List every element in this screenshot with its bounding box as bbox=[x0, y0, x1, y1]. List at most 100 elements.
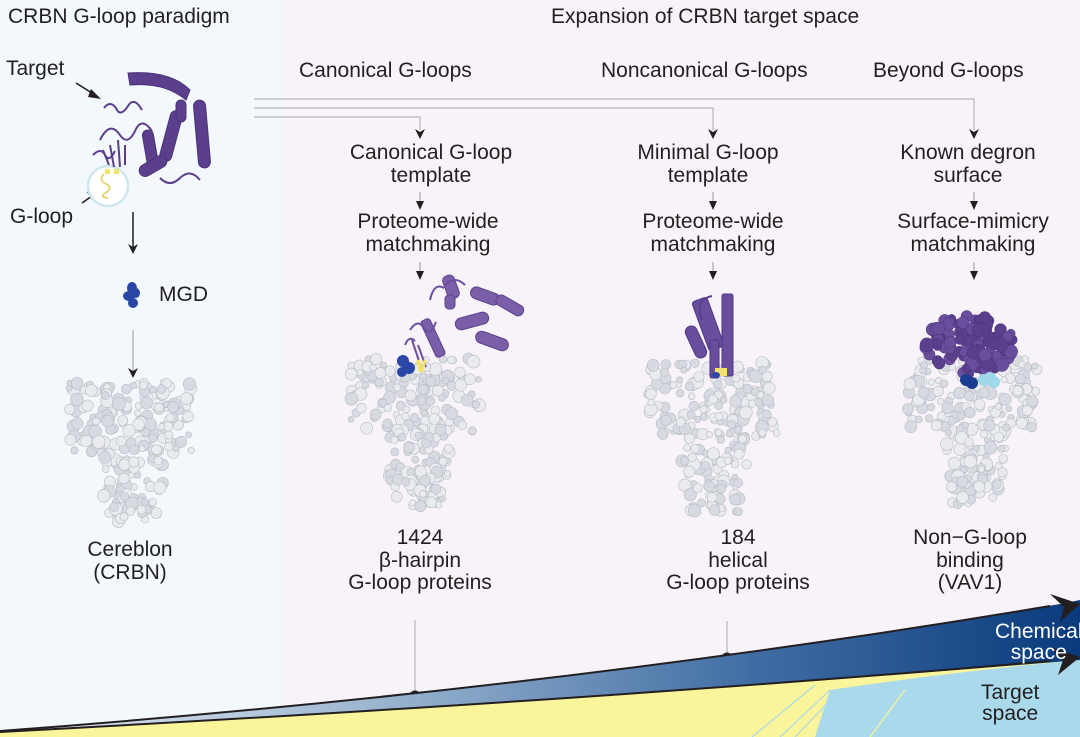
surface-atom bbox=[164, 441, 174, 452]
surface-atom bbox=[92, 417, 101, 426]
surface-atom bbox=[156, 384, 167, 394]
surface-atom bbox=[687, 392, 696, 400]
wedge-text-line: Chemical bbox=[995, 620, 1080, 643]
surface-atom bbox=[738, 434, 747, 444]
branch-connectors bbox=[254, 98, 975, 130]
surface-atom bbox=[466, 355, 481, 369]
surface-atom bbox=[414, 431, 423, 440]
surface-atom bbox=[460, 394, 474, 407]
vav1-atom bbox=[943, 335, 957, 349]
step-text-line: Proteome-wide bbox=[357, 210, 499, 233]
surface-atom bbox=[904, 420, 918, 434]
surface-atom bbox=[80, 434, 93, 447]
right-panel-title: Expansion of CRBN target space bbox=[551, 5, 860, 28]
surface-atom bbox=[1000, 376, 1008, 384]
surface-atom bbox=[402, 406, 410, 414]
crbn-surface-canonical bbox=[344, 352, 487, 512]
surface-atom bbox=[902, 403, 914, 415]
cereblon-name: Cereblon bbox=[87, 538, 173, 561]
surface-atom bbox=[686, 410, 696, 420]
surface-atom bbox=[707, 447, 720, 461]
result-type: β-hairpin bbox=[378, 548, 462, 572]
surface-atom bbox=[696, 498, 706, 508]
surface-atom bbox=[439, 495, 447, 503]
surface-atom bbox=[111, 397, 126, 411]
surface-atom bbox=[454, 378, 468, 392]
surface-atom bbox=[356, 403, 367, 414]
surface-atom bbox=[947, 416, 957, 426]
surface-atom bbox=[391, 473, 404, 486]
surface-atom bbox=[973, 398, 986, 411]
surface-atom bbox=[660, 414, 672, 426]
noncanonical-step-matchmaking: Proteome-wide matchmaking bbox=[642, 210, 784, 256]
surface-atom bbox=[687, 504, 702, 518]
surface-atom bbox=[679, 455, 690, 466]
surface-atom bbox=[443, 443, 454, 454]
surface-atom bbox=[98, 450, 112, 464]
beyond-result: Non−G-loop binding (VAV1) bbox=[913, 526, 1027, 595]
surface-atom bbox=[390, 490, 403, 503]
beyond-step-surface: Known degron surface bbox=[900, 141, 1035, 187]
step-text-line: Surface-mimicry bbox=[897, 210, 1049, 233]
result-type: binding bbox=[936, 548, 1004, 572]
surface-atom bbox=[693, 371, 705, 383]
surface-atom bbox=[379, 398, 388, 407]
surface-atom bbox=[419, 474, 431, 487]
surface-atom bbox=[914, 415, 923, 424]
surface-atom bbox=[97, 489, 111, 503]
surface-atom bbox=[374, 377, 384, 387]
step-text-line: matchmaking bbox=[910, 232, 1036, 256]
surface-atom bbox=[983, 419, 996, 432]
surface-atom bbox=[964, 407, 976, 419]
connector-beyond bbox=[254, 98, 975, 130]
surface-atom bbox=[683, 432, 695, 444]
surface-atom bbox=[138, 445, 146, 453]
step-text-line: Proteome-wide bbox=[642, 210, 784, 233]
surface-atom bbox=[724, 446, 732, 454]
surface-atom bbox=[444, 469, 451, 477]
surface-atom bbox=[428, 413, 441, 425]
surface-atom bbox=[956, 491, 969, 504]
surface-atom bbox=[457, 420, 468, 430]
surface-atom bbox=[154, 402, 164, 413]
surface-atom bbox=[669, 381, 678, 390]
step-text-line: Canonical G-loop bbox=[349, 141, 513, 164]
mgd-molecule bbox=[123, 282, 140, 308]
chemical-space-label: Chemical space bbox=[995, 621, 1080, 663]
surface-atom bbox=[344, 392, 359, 406]
surface-atom bbox=[706, 491, 718, 503]
surface-atom bbox=[393, 383, 402, 392]
target-label: Target bbox=[6, 57, 65, 80]
surface-atom bbox=[1012, 385, 1023, 396]
surface-atom bbox=[978, 387, 990, 398]
result-title: Non−G-loop bbox=[913, 526, 1027, 549]
chemical-space-arrowhead bbox=[1050, 594, 1080, 622]
mgd-label: MGD bbox=[159, 283, 208, 306]
target-space-edge bbox=[0, 660, 1051, 733]
column-heading-noncanonical: Noncanonical G-loops bbox=[601, 59, 808, 82]
surface-atom bbox=[180, 392, 193, 405]
surface-atom bbox=[445, 407, 458, 420]
surface-atom bbox=[645, 388, 657, 400]
surface-atom bbox=[172, 419, 184, 431]
surface-atom bbox=[151, 444, 162, 455]
surface-atom bbox=[70, 377, 84, 390]
surface-atom bbox=[998, 392, 1012, 406]
surface-atom bbox=[734, 507, 743, 516]
surface-atom bbox=[767, 417, 778, 427]
surface-atom bbox=[727, 419, 737, 429]
surface-atom bbox=[165, 412, 175, 422]
surface-atom bbox=[992, 479, 1002, 490]
surface-atom bbox=[416, 396, 427, 406]
surface-atom bbox=[683, 444, 691, 452]
surface-atom bbox=[185, 431, 192, 439]
surface-atom bbox=[397, 433, 407, 442]
surface-atom bbox=[115, 435, 127, 447]
surface-atom bbox=[121, 383, 132, 395]
wedge-text-line: Target bbox=[981, 681, 1040, 704]
crbn-structures bbox=[64, 348, 1043, 528]
vav1-atom bbox=[994, 323, 1007, 336]
surface-atom bbox=[428, 362, 443, 376]
surface-atom bbox=[434, 423, 447, 436]
step-text-line: matchmaking bbox=[365, 232, 491, 256]
